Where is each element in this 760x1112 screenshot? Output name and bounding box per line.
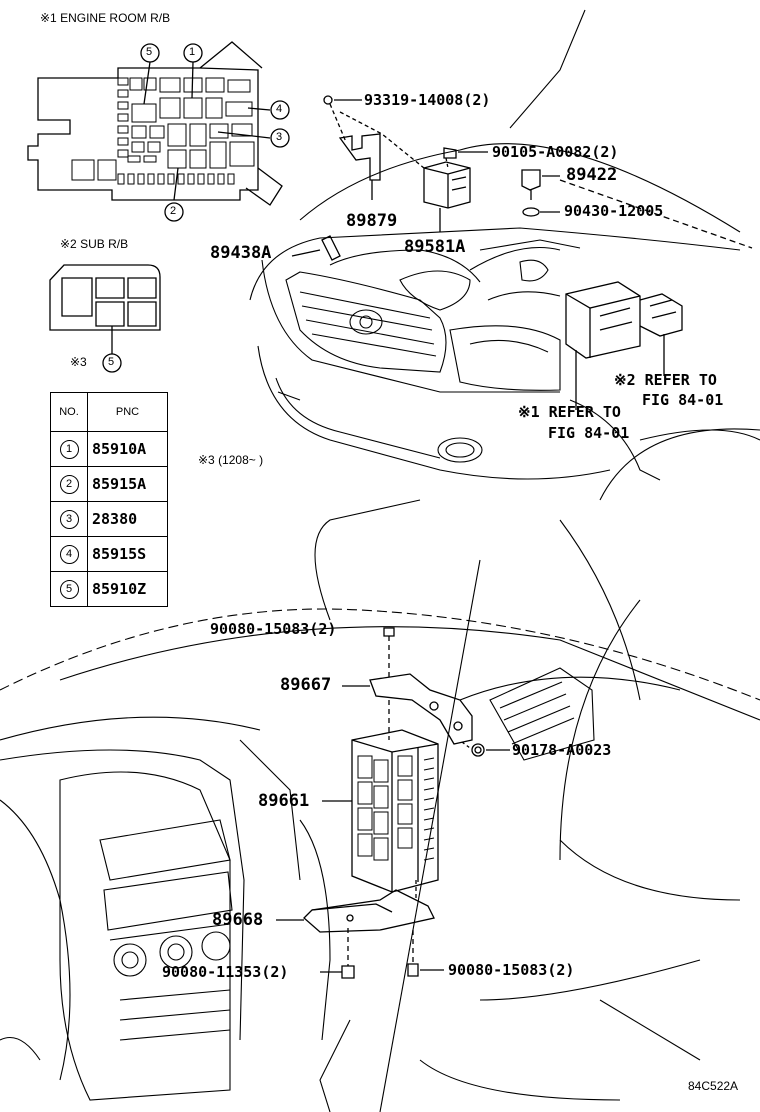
screw-90105: [444, 148, 488, 168]
row-number: 2: [59, 475, 79, 494]
row-number: 4: [59, 545, 79, 564]
part-90430-12005: 90430-12005: [564, 202, 664, 220]
part-89422: 89422: [566, 165, 618, 185]
refer-note-2-line2: FIG 84-01: [642, 391, 724, 409]
sensor-89422: [522, 170, 560, 200]
note3-marker: ※3: [70, 355, 87, 369]
bolt-90080-bottom: [408, 930, 444, 976]
row-number: 3: [59, 510, 79, 529]
part-89581a: 89581A: [404, 237, 466, 257]
row-pnc: 85910Z: [87, 571, 168, 607]
truck-front-sketch: [250, 10, 760, 500]
header-pnc: PNC: [87, 392, 168, 432]
refer-note-1-line2: FIG 84-01: [548, 424, 630, 442]
washer-90430: [523, 180, 752, 248]
ecu-89661: [322, 730, 438, 892]
bracket-89667: [342, 674, 472, 744]
note3-date-range: ※3 (1208~ ): [198, 453, 264, 467]
header-no: NO.: [50, 392, 88, 432]
table-row: 1 85910A: [50, 431, 168, 467]
callout-2: 2: [170, 205, 177, 217]
bracket-89668: [276, 880, 434, 932]
engine-relay-box-on-vehicle: [566, 282, 682, 410]
sub-rb-title: ※2 SUB R/B: [60, 237, 129, 251]
dashboard-sketch: [0, 500, 760, 1112]
table-row: 3 28380: [50, 501, 168, 537]
bracket-89879: [340, 134, 380, 200]
callout-1: 1: [189, 46, 196, 58]
part-89438a: 89438A: [210, 243, 272, 263]
pnc-table: NO. PNC 1 85910A 2 85915A 3 28380 4 8591…: [50, 392, 168, 607]
screw-93319: [324, 96, 424, 168]
part-90178-a0023: 90178-A0023: [512, 741, 612, 759]
bolt-90080-top: [384, 628, 394, 740]
part-89661: 89661: [258, 791, 310, 811]
bolt-90080-11353: [320, 928, 354, 978]
part-89879: 89879: [346, 211, 398, 231]
ecu-89581a: [424, 162, 470, 232]
part-89668: 89668: [212, 910, 264, 930]
row-pnc: 85915S: [87, 536, 168, 572]
row-pnc: 85910A: [87, 431, 168, 467]
engine-room-relay-block: [28, 42, 289, 221]
table-row: 4 85915S: [50, 536, 168, 572]
table-header-row: NO. PNC: [50, 392, 168, 432]
refer-note-1-line1: ※1 REFER TO: [518, 403, 621, 421]
nut-90178: [462, 742, 510, 756]
part-90105-a0082: 90105-A0082(2): [492, 143, 619, 161]
sub-relay-block: [50, 265, 160, 372]
row-pnc: 28380: [87, 501, 168, 537]
part-90080-15083-top: 90080-15083(2): [210, 620, 337, 638]
part-90080-15083-bottom: 90080-15083(2): [448, 961, 575, 979]
callout-3: 3: [276, 131, 283, 143]
table-row: 5 85910Z: [50, 571, 168, 607]
sensor-89438a: [292, 236, 340, 260]
callout-5: 5: [146, 46, 153, 58]
illustration-code: 84C522A: [688, 1079, 739, 1093]
callout-4: 4: [276, 103, 283, 115]
callout-5-sub: 5: [108, 356, 115, 368]
refer-note-2-line1: ※2 REFER TO: [614, 371, 717, 389]
engine-room-rb-title: ※1 ENGINE ROOM R/B: [40, 11, 171, 25]
table-row: 2 85915A: [50, 466, 168, 502]
part-93319-14008: 93319-14008(2): [364, 91, 491, 109]
row-pnc: 85915A: [87, 466, 168, 502]
part-89667: 89667: [280, 675, 332, 695]
row-number: 1: [59, 440, 79, 459]
row-number: 5: [59, 580, 79, 599]
part-90080-11353: 90080-11353(2): [162, 963, 289, 981]
